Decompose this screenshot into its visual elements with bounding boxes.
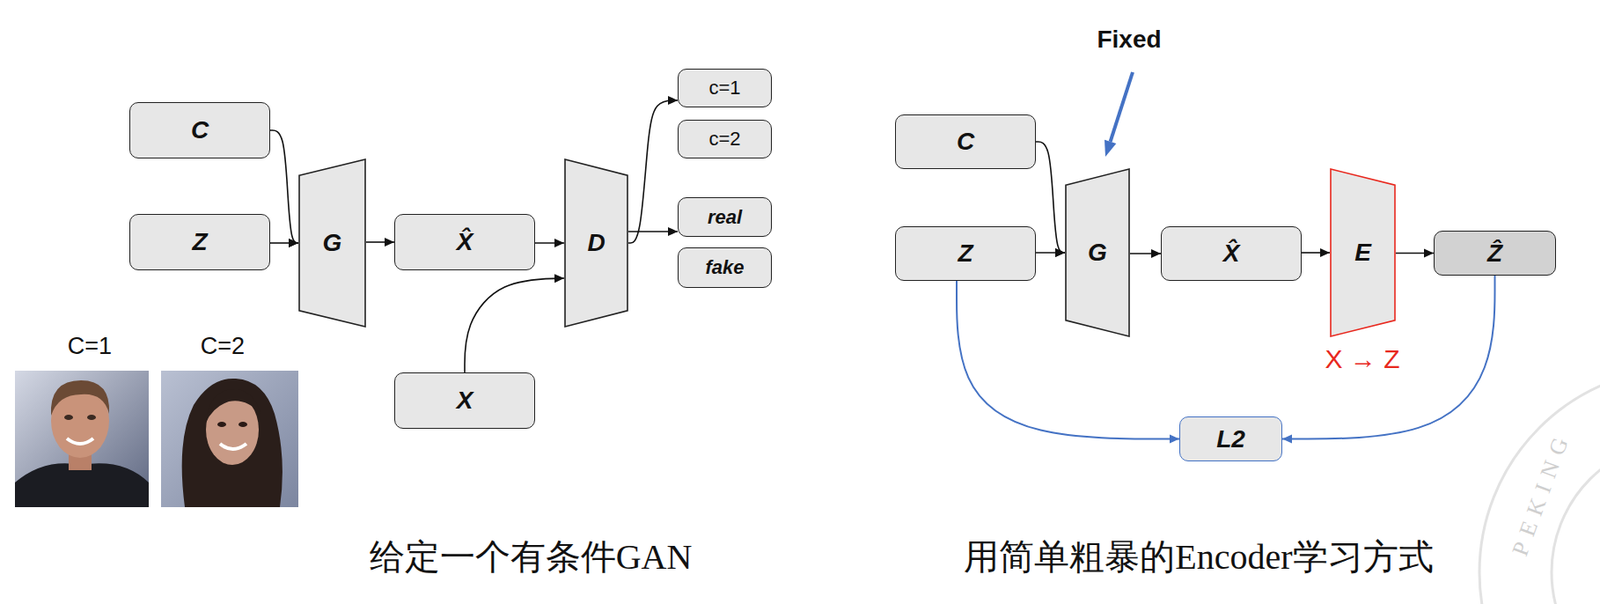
watermark-seal — [1479, 367, 1600, 604]
trapezoid-shape — [1065, 168, 1130, 337]
connector-arrow — [1035, 251, 1065, 254]
network-trapezoid: E — [1329, 168, 1396, 338]
connector-arrow — [1301, 251, 1330, 254]
caption: 给定一个有条件GAN — [369, 532, 693, 581]
node-label: Ẑ — [1487, 239, 1503, 268]
caption: 用简单粗暴的Encoder学习方式 — [963, 532, 1433, 581]
block-box: C — [895, 114, 1036, 169]
network-trapezoid: D — [564, 158, 629, 328]
trapezoid-shape — [1330, 168, 1395, 337]
block-box: Z — [129, 213, 271, 271]
trapezoid-shape — [565, 159, 628, 327]
block-box: real — [677, 197, 772, 237]
node-label: C — [190, 116, 209, 145]
connector-arrow — [1130, 252, 1161, 255]
trapezoid-shape — [299, 159, 366, 327]
node-label: D — [587, 228, 605, 257]
connector-arrow — [270, 130, 299, 243]
connector-arrow — [535, 242, 565, 244]
node-label: X̂ — [456, 227, 474, 257]
node-label: E — [1354, 238, 1372, 267]
face-photo — [161, 370, 299, 507]
node-label: G — [322, 228, 343, 257]
block-box: C — [129, 102, 271, 159]
block-box: X̂ — [1160, 226, 1302, 281]
block-box: X — [394, 372, 536, 429]
node-label: X — [456, 386, 474, 415]
node-label: X̂ — [1223, 239, 1241, 268]
node-label: fake — [704, 256, 744, 279]
network-trapezoid: G — [1064, 168, 1131, 338]
connector-arrow — [1035, 141, 1065, 253]
node-label: L2 — [1216, 425, 1246, 454]
node-label: real — [707, 205, 742, 229]
block-box: Z — [895, 226, 1036, 281]
block-box: c=2 — [677, 119, 772, 159]
block-box: L2 — [1179, 416, 1283, 462]
mapping-note: X → Z — [1324, 344, 1400, 375]
annotation: Fixed — [1096, 25, 1161, 54]
connector-arrow — [464, 278, 565, 373]
connector-arrow — [1395, 252, 1434, 255]
connector-arrow — [270, 242, 299, 244]
node-label: G — [1087, 238, 1108, 267]
node-label: c=1 — [708, 76, 741, 100]
pointer-arrow — [1104, 72, 1133, 157]
block-box: c=1 — [677, 68, 772, 108]
class-label: C=2 — [200, 332, 245, 360]
block-box: fake — [677, 247, 772, 288]
network-trapezoid: G — [298, 158, 367, 328]
node-label: Z — [957, 239, 973, 268]
node-label: C — [956, 127, 975, 156]
connector-arrow — [628, 230, 678, 233]
node-label: Z — [191, 227, 207, 257]
class-label: C=1 — [67, 332, 112, 360]
watermark: PEKING — [1506, 426, 1577, 560]
node-label: c=2 — [708, 127, 741, 151]
face-photo — [14, 370, 149, 507]
connector-arrow — [366, 241, 395, 243]
connector-arrow — [628, 100, 678, 243]
block-box: X̂ — [394, 213, 536, 271]
block-box: Ẑ — [1433, 230, 1556, 276]
